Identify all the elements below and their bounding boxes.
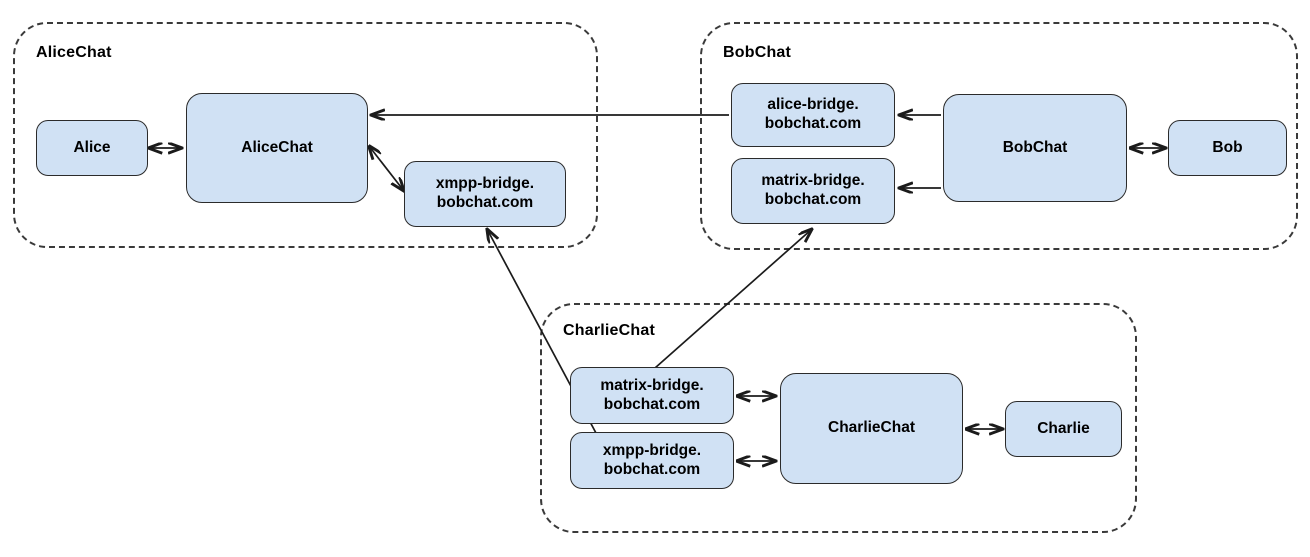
node-bob-matrix-bridge-label: matrix-bridge. bobchat.com	[761, 172, 865, 208]
group-label-charliechat: CharlieChat	[563, 322, 655, 339]
node-bob-label: Bob	[1212, 138, 1243, 156]
node-alice-xmpp-bridge-label: xmpp-bridge. bobchat.com	[435, 175, 535, 211]
node-bob-matrix-bridge[interactable]: matrix-bridge. bobchat.com	[731, 158, 895, 224]
node-bobchat[interactable]: BobChat	[943, 94, 1127, 202]
node-bobchat-label: BobChat	[1002, 138, 1068, 156]
group-label-bobchat: BobChat	[723, 44, 792, 61]
node-charlie[interactable]: Charlie	[1005, 401, 1122, 457]
node-alice-label: Alice	[73, 138, 111, 156]
node-alicechat-label: AliceChat	[241, 138, 313, 156]
group-label-alicechat: AliceChat	[36, 44, 112, 61]
node-charlie-matrix-bridge-label: matrix-bridge. bobchat.com	[600, 376, 704, 413]
node-alice[interactable]: Alice	[36, 120, 148, 176]
node-charliechat-label: CharlieChat	[828, 419, 915, 437]
node-alice-xmpp-bridge[interactable]: xmpp-bridge. bobchat.com	[404, 161, 566, 227]
node-alicechat[interactable]: AliceChat	[186, 93, 368, 203]
node-charlie-xmpp-bridge[interactable]: xmpp-bridge. bobchat.com	[570, 432, 734, 489]
group-bobchat	[700, 22, 1298, 250]
node-charlie-label: Charlie	[1037, 419, 1090, 437]
node-charlie-matrix-bridge[interactable]: matrix-bridge. bobchat.com	[570, 367, 734, 424]
node-bob-alice-bridge[interactable]: alice-bridge. bobchat.com	[731, 83, 895, 147]
node-bob-alice-bridge-label: alice-bridge. bobchat.com	[764, 96, 862, 132]
group-alicechat	[13, 22, 598, 248]
node-charliechat[interactable]: CharlieChat	[780, 373, 963, 484]
node-charlie-xmpp-bridge-label: xmpp-bridge. bobchat.com	[602, 441, 702, 478]
node-bob[interactable]: Bob	[1168, 120, 1287, 176]
